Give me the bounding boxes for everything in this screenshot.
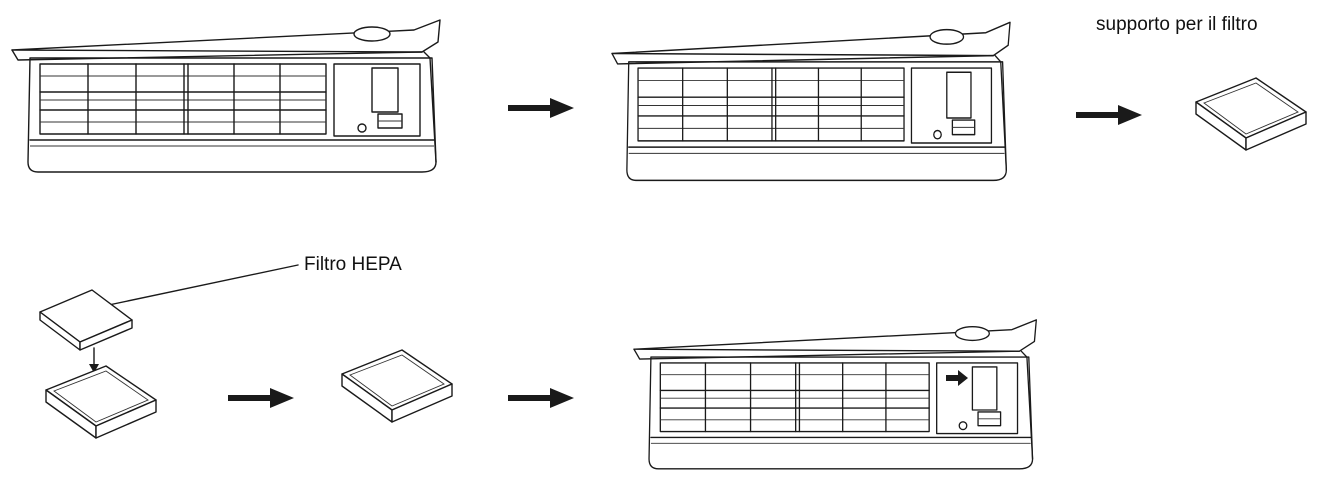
- right-arrow-icon: [508, 98, 574, 118]
- filter-holder-label: supporto per il filtro: [1096, 14, 1258, 35]
- hepa-filter-label: Filtro HEPA: [304, 254, 402, 275]
- right-arrow-icon: [1076, 105, 1142, 125]
- right-arrow-icon: [228, 388, 294, 408]
- ac-unit-open-grille: [611, 21, 1011, 182]
- step-arrows: [228, 98, 1142, 408]
- ac-unit-open-lid: [11, 19, 441, 173]
- filter-holder-tray-receiving: [45, 365, 157, 439]
- filter-holder-tray: [1195, 77, 1307, 151]
- ac-unit-insert-filter: [633, 319, 1038, 470]
- hepa-filter-block: [39, 289, 133, 351]
- insert-arrow-icon: [946, 370, 968, 386]
- down-arrow-icon: [89, 364, 99, 373]
- filter-holder-assembled: [341, 349, 453, 423]
- hepa-leader-line: [103, 264, 299, 307]
- right-arrow-icon: [508, 388, 574, 408]
